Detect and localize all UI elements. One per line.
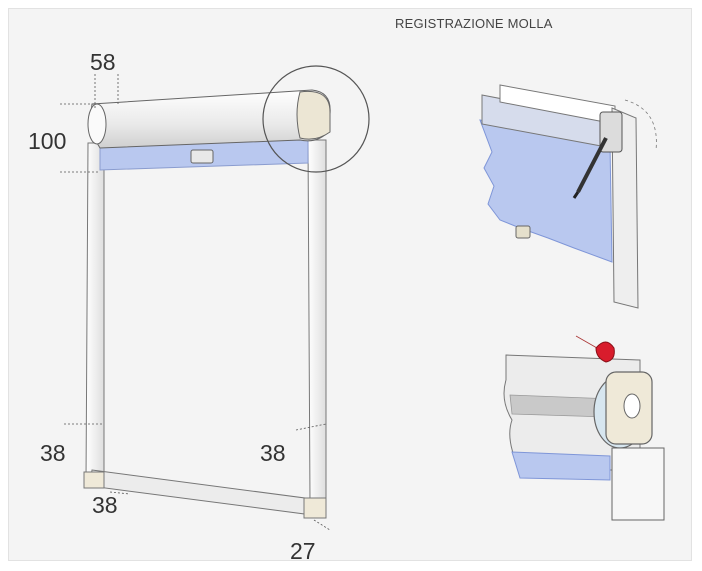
- dim-bottom-bar: 38: [92, 492, 118, 518]
- red-marker: [595, 341, 615, 363]
- bottom-right-cap: [303, 497, 327, 519]
- dim-bottom-right: 27: [290, 538, 316, 564]
- dim-left-guide: 38: [40, 440, 66, 466]
- dim-cassette-height: 100: [28, 128, 66, 154]
- detail-end-cap: [503, 335, 665, 521]
- main-shutter: [83, 65, 370, 519]
- cassette-left-cap: [87, 103, 107, 145]
- detail-circle: [262, 65, 370, 173]
- diagram-title: REGISTRAZIONE MOLLA: [395, 16, 553, 31]
- dim-top-width: 58: [90, 49, 116, 75]
- cassette-right-cap: [296, 90, 331, 140]
- left-guide-rail: [85, 142, 105, 483]
- cassette-box: [90, 89, 331, 149]
- dimension-lines: [60, 74, 331, 531]
- pull-handle: [190, 149, 214, 164]
- bottom-bar: [89, 469, 321, 517]
- detail-spring-adjustment: [479, 84, 657, 309]
- dim-right-guide: 38: [260, 440, 286, 466]
- bottom-left-cap: [83, 471, 105, 489]
- right-guide-rail: [307, 139, 327, 503]
